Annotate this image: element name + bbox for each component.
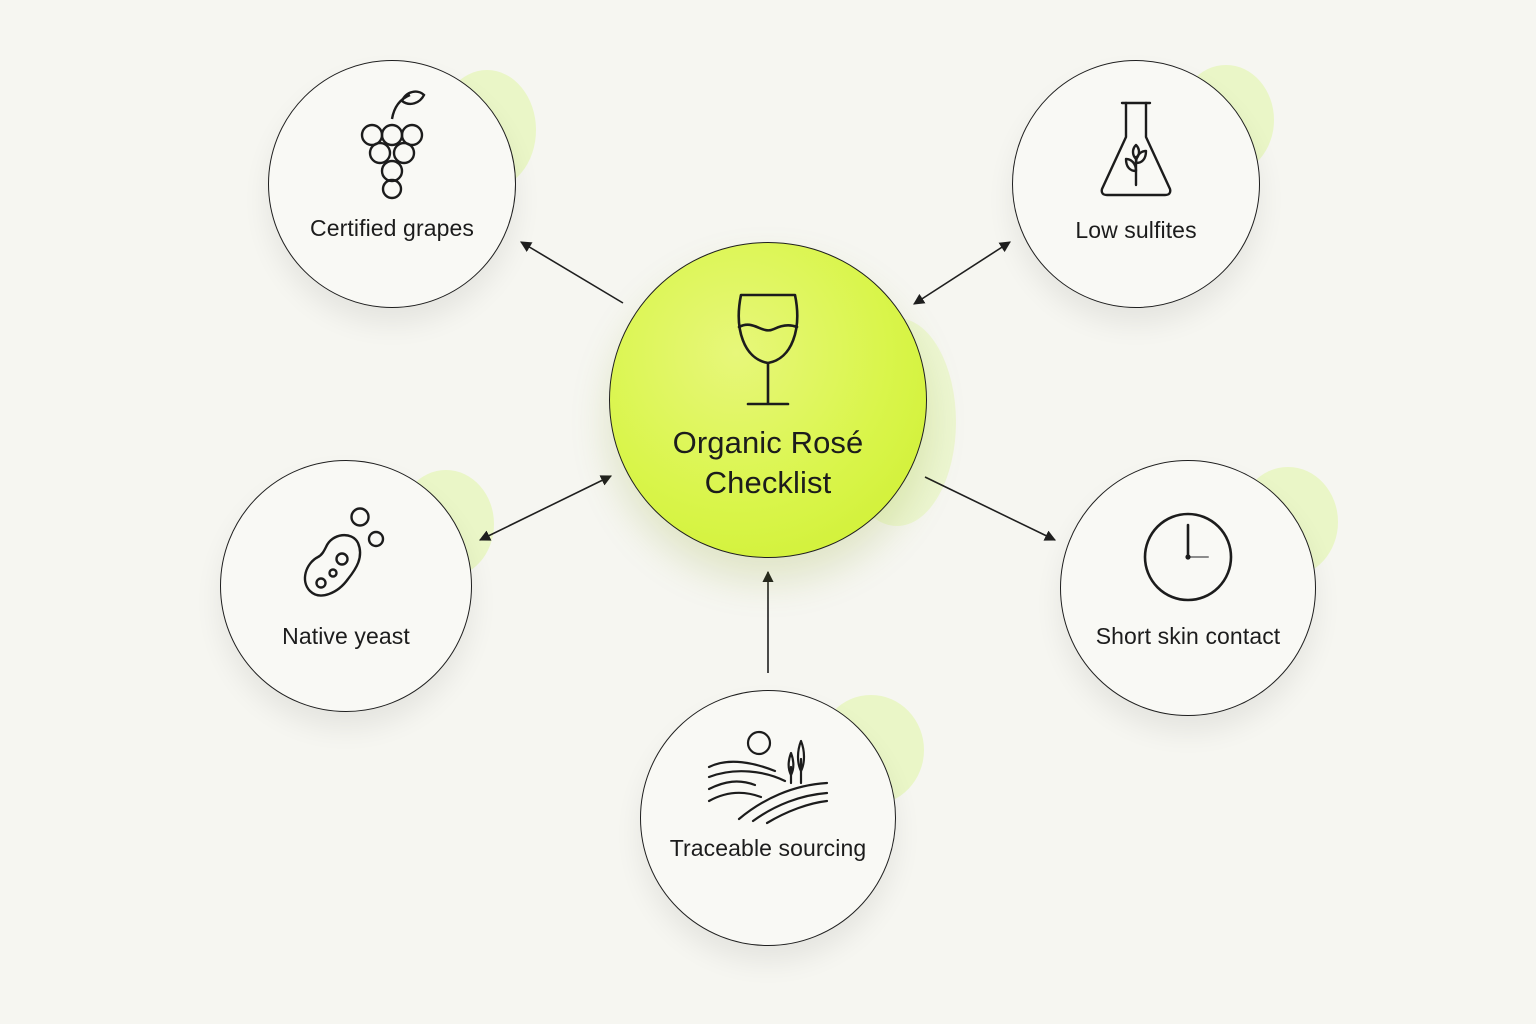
arrow-center-to-short-skin-contact xyxy=(924,476,1057,541)
center-title-line2: Checklist xyxy=(704,465,832,500)
yeast-cell-icon xyxy=(303,507,385,597)
center-node: Organic Rosé Checklist xyxy=(609,242,927,558)
node-label: Certified grapes xyxy=(310,215,474,241)
node-label: Short skin contact xyxy=(1095,623,1281,649)
node-label: Traceable sourcing xyxy=(669,835,867,861)
clock-icon xyxy=(1143,512,1233,602)
arrow-center-native-yeast xyxy=(478,475,613,541)
node-certified-grapes: Certified grapes xyxy=(268,60,516,308)
node-label: Low sulfites xyxy=(1075,217,1197,243)
grapes-icon xyxy=(360,90,426,200)
arrow-center-low-sulfites xyxy=(913,241,1011,305)
node-native-yeast: Native yeast xyxy=(220,460,472,712)
vineyard-landscape-icon xyxy=(707,730,829,825)
center-title-line1: Organic Rosé xyxy=(672,425,864,460)
node-low-sulfites: Low sulfites xyxy=(1012,60,1260,308)
flask-leaf-icon xyxy=(1100,101,1172,197)
node-label: Native yeast xyxy=(282,623,410,649)
node-short-skin-contact: Short skin contact xyxy=(1060,460,1316,716)
center-title: Organic Rosé Checklist xyxy=(673,423,864,503)
arrow-center-to-certified-grapes xyxy=(520,241,624,304)
wine-glass-icon xyxy=(737,293,799,406)
node-traceable-sourcing: Traceable sourcing xyxy=(640,690,896,946)
